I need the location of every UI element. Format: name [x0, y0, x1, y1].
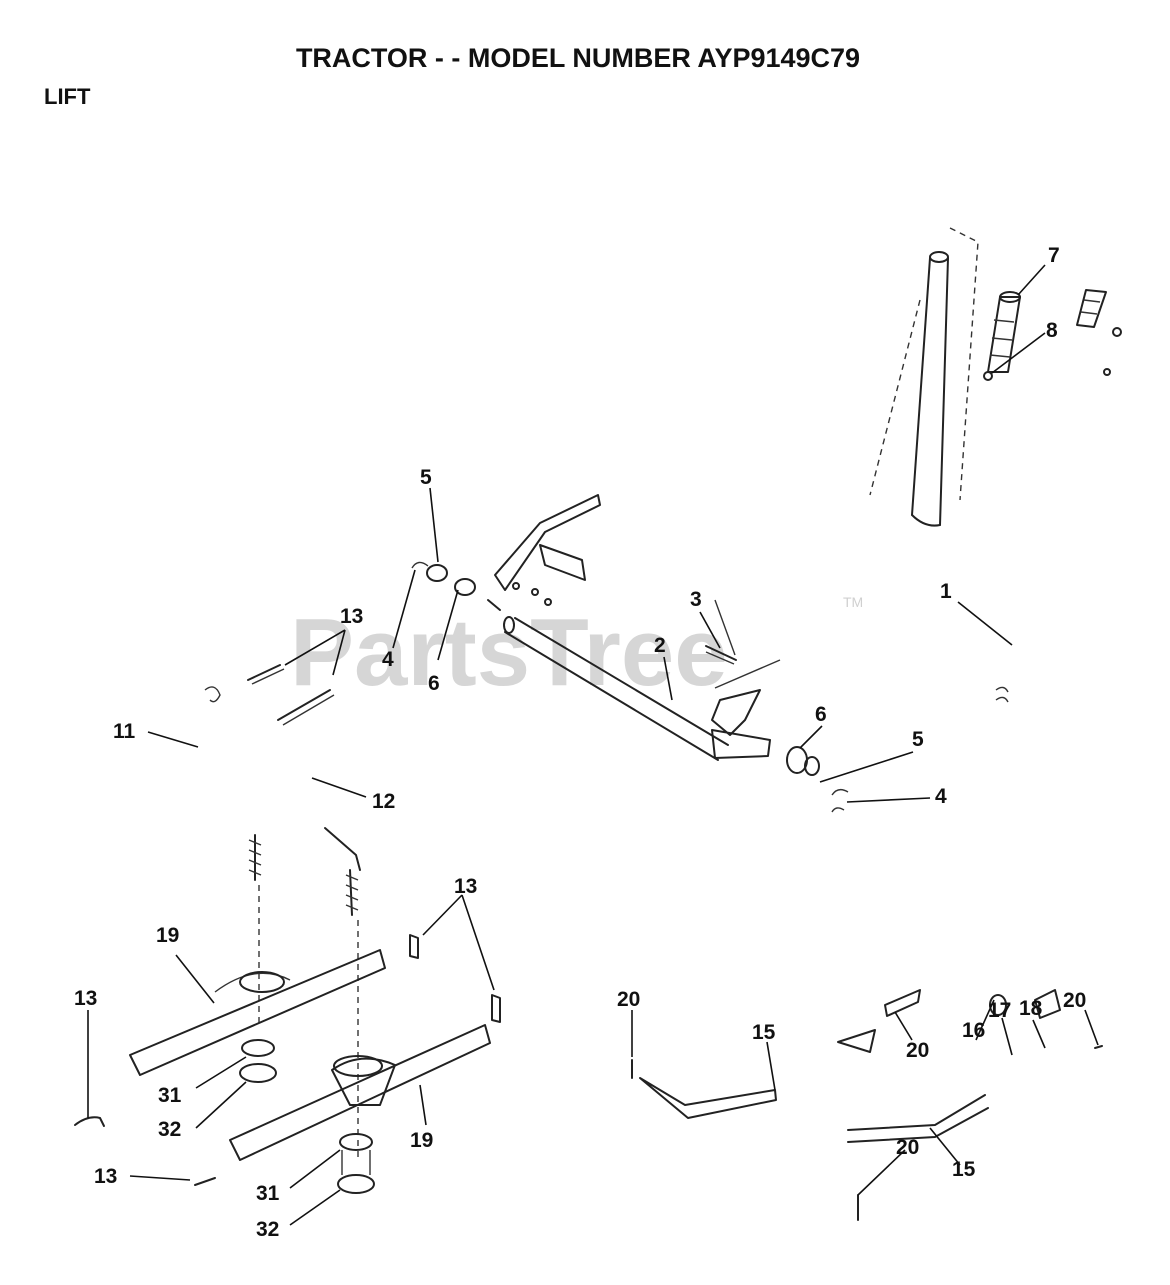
- callout-15b: 15: [952, 1158, 976, 1181]
- handle-grip: [983, 291, 1021, 381]
- callout-17: 17: [988, 999, 1011, 1022]
- callout-4: 4: [382, 648, 394, 671]
- callout-20b: 20: [906, 1039, 929, 1062]
- callout-16: 16: [962, 1019, 985, 1042]
- upper-bolts: [204, 664, 335, 726]
- lift-rod-left: [631, 1059, 777, 1119]
- callout-31b: 31: [256, 1182, 280, 1205]
- callout-8: 8: [1046, 319, 1058, 342]
- callout-3: 3: [690, 588, 702, 611]
- callout-32b: 32: [256, 1218, 279, 1241]
- callout-1: 1: [940, 580, 952, 603]
- knob-parts: [1076, 289, 1122, 376]
- callout-5b: 5: [912, 728, 924, 751]
- callout-20: 20: [617, 988, 640, 1011]
- callout-2: 2: [654, 634, 666, 657]
- callout-13c: 13: [74, 987, 97, 1010]
- leader-lines: [87, 264, 1099, 1226]
- lift-rod-right: [837, 989, 1103, 1221]
- lift-arm-upper: [129, 934, 501, 1076]
- callout-12: 12: [372, 790, 395, 813]
- callout-7: 7: [1048, 244, 1060, 267]
- lift-handle: [869, 227, 979, 527]
- callout-32: 32: [158, 1118, 181, 1141]
- lower-pins: [74, 1116, 216, 1186]
- callout-13d: 13: [94, 1165, 117, 1188]
- callout-6: 6: [428, 672, 440, 695]
- callout-5: 5: [420, 466, 432, 489]
- lift-arm-lower: [229, 1024, 491, 1161]
- callout-20c: 20: [1063, 989, 1086, 1012]
- callout-20d: 20: [896, 1136, 919, 1159]
- callout-19b: 19: [410, 1129, 433, 1152]
- lift-shaft: [487, 494, 781, 761]
- callout-6b: 6: [815, 703, 827, 726]
- callout-18: 18: [1019, 997, 1043, 1020]
- clip: [995, 686, 1009, 703]
- shaft-bushings: [411, 561, 849, 813]
- callouts: 7 8 5 13 3 2 1 4 6 11 12 6 5 4 13 19 13 …: [74, 244, 1086, 1241]
- cotter-pin: [705, 645, 737, 665]
- callout-19: 19: [156, 924, 179, 947]
- callout-31: 31: [158, 1084, 182, 1107]
- callout-13: 13: [340, 605, 363, 628]
- section-label: LIFT: [44, 84, 91, 109]
- page-title: TRACTOR - - MODEL NUMBER AYP9149C79: [296, 43, 860, 73]
- callout-4b: 4: [935, 785, 947, 808]
- callout-15: 15: [752, 1021, 776, 1044]
- watermark-tm: TM: [843, 594, 863, 610]
- callout-13b: 13: [454, 875, 477, 898]
- washers: [239, 1039, 375, 1194]
- callout-11: 11: [113, 720, 136, 743]
- lift-links: [248, 827, 361, 1160]
